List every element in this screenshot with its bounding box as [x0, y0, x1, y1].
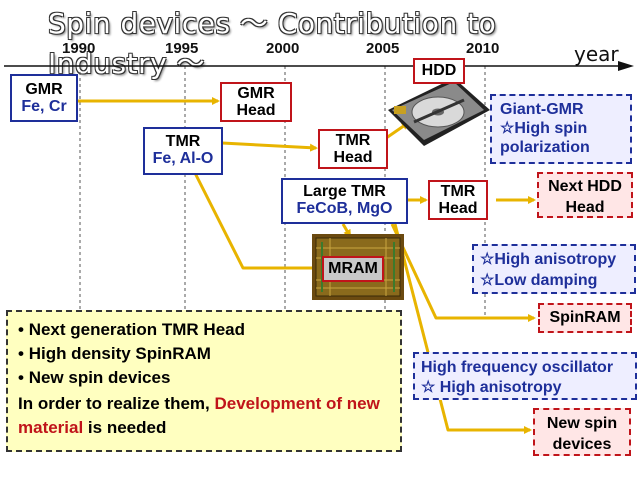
spinram-box: SpinRAM [538, 303, 632, 333]
new-spin-devices-box: New spin devices [533, 408, 631, 456]
gmr-head-line1: GMR [237, 85, 275, 102]
giant-gmr-line2: ☆High spin [500, 120, 588, 138]
gmr-head-line2: Head [236, 101, 276, 119]
note-bullet-2: • High density SpinRAM [18, 344, 211, 363]
giant-gmr-line3: polarization [500, 139, 590, 157]
giant-gmr-title: Giant-GMR [500, 101, 584, 118]
note-bullet-1: • Next generation TMR Head [18, 320, 245, 339]
axis-unit-label: year [574, 42, 619, 66]
oscillator-box: High frequency oscillator ☆ High anisotr… [413, 352, 637, 400]
large-tmr-materials: FeCoB, MgO [296, 199, 393, 217]
year-label-2005: 2005 [366, 40, 400, 57]
large-tmr-box: Large TMR FeCoB, MgO [281, 178, 408, 224]
oscillator-line2: ☆ High anisotropy [421, 379, 562, 396]
arrow-tmr-to-tmr-head [221, 141, 318, 152]
gmr-head-box: GMR Head [220, 82, 292, 122]
tmr-head-1-line1: TMR [335, 132, 371, 149]
note-bullet-3: • New spin devices [18, 368, 171, 387]
oscillator-line1: High frequency oscillator [421, 359, 614, 376]
arrow-to-new-spin-devices [393, 223, 532, 434]
gmr-label: GMR [25, 81, 63, 98]
hdd-arm [413, 98, 465, 124]
note-conclusion: In order to realize them, Development of… [18, 392, 390, 440]
anisotropy-line2: ☆Low damping [480, 271, 598, 289]
tmr-head-2-line1: TMR [440, 183, 476, 200]
hdd-label: HDD [421, 62, 457, 79]
arrow-to-spinram [390, 223, 536, 322]
next-hdd-head-box: Next HDD Head [537, 172, 633, 218]
mram-box: MRAM [322, 256, 384, 282]
mram-label: MRAM [328, 260, 378, 277]
new-spin-devices-line2: devices [552, 435, 612, 453]
anisotropy-box: ☆High anisotropy ☆Low damping [472, 244, 636, 294]
time-axis-arrowhead [618, 61, 634, 71]
year-label-2000: 2000 [266, 40, 300, 57]
new-spin-devices-line1: New spin [546, 415, 618, 432]
note-text-part2: is needed [83, 418, 167, 437]
hdd-box: HDD [413, 58, 465, 84]
year-label-1995: 1995 [165, 40, 199, 57]
note-bullet-2-text: High density SpinRAM [28, 344, 211, 363]
arrow-tmr-to-mram [193, 172, 320, 272]
giant-gmr-box: Giant-GMR ☆High spin polarization [490, 94, 632, 164]
spinram-label: SpinRAM [549, 309, 621, 326]
note-text-part1: In order to realize them, [18, 394, 215, 413]
year-label-1990: 1990 [62, 40, 96, 57]
gmr-materials: Fe, Cr [21, 97, 67, 115]
tmr-head-2-line2: Head [438, 199, 478, 217]
note-bullet-3-text: New spin devices [28, 368, 171, 387]
tmr-label: TMR [165, 133, 201, 150]
note-text-highlight: Development of new material [18, 394, 380, 437]
tmr-head-box-2: TMR Head [428, 180, 488, 220]
hdd-image [388, 78, 490, 146]
note-bullet-1-text: Next generation TMR Head [28, 320, 245, 339]
tmr-head-1-line2: Head [333, 148, 373, 166]
anisotropy-line1: ☆High anisotropy [480, 251, 617, 268]
tmr-materials: Fe, Al-O [152, 149, 214, 167]
large-tmr-label: Large TMR [303, 183, 386, 200]
hdd-connector [394, 106, 406, 114]
tmr-box: TMR Fe, Al-O [143, 127, 223, 175]
summary-note: • Next generation TMR Head • High densit… [6, 310, 402, 452]
year-label-2010: 2010 [466, 40, 500, 57]
gmr-box: GMR Fe, Cr [10, 74, 78, 122]
next-hdd-head-line2: Head [565, 198, 605, 216]
page-title: Spin devices ～ Contribution to Industry … [48, 7, 497, 80]
tmr-head-box-1: TMR Head [318, 129, 388, 169]
next-hdd-head-line1: Next HDD [548, 178, 622, 195]
